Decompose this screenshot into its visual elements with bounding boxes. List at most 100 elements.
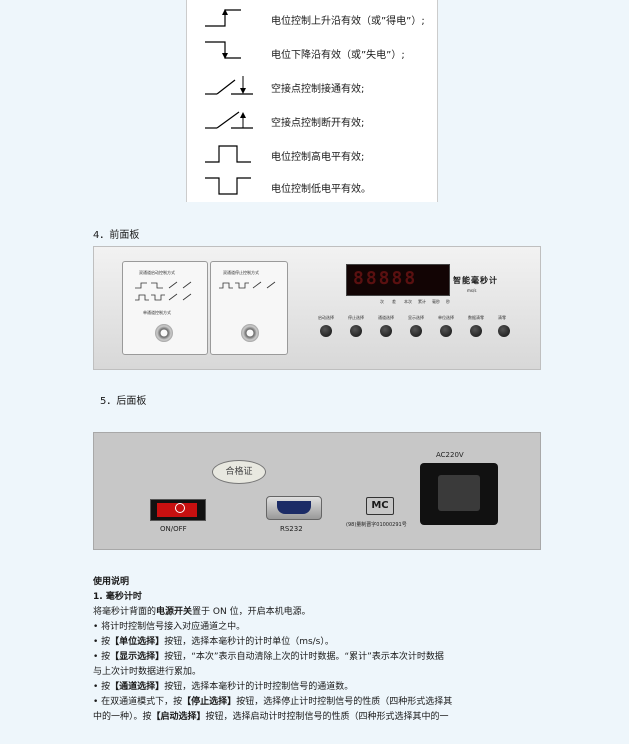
instructions: 使用说明 1. 毫秒计时 将毫秒计背面的电源开关置于 ON 位，开启本机电源。 •… — [93, 575, 553, 725]
unit-label: ms/s — [467, 288, 477, 293]
instruction-segment: 与上次计时数据进行累加。 — [93, 667, 202, 677]
mc-logo: MC — [366, 497, 394, 515]
power-socket-inner — [438, 475, 480, 511]
instructions-heading: 使用说明 — [93, 577, 130, 587]
instruction-line: 将毫秒计背面的电源开关置于 ON 位，开启本机电源。 — [93, 605, 553, 620]
instruction-line: 中的一种）。按【启动选择】按钮，选择启动计时控制信号的性质（四种形式选择其中的一 — [93, 710, 553, 725]
instruction-segment: 将毫秒计背面的 — [93, 607, 157, 617]
stop-mode-icons — [219, 281, 276, 289]
instruction-segment: 【启动选择】 — [151, 712, 206, 722]
instruction-segment: • 在双通道模式下，按 — [93, 697, 183, 707]
data-clear-button[interactable] — [470, 325, 482, 337]
power-off-symbol — [175, 503, 185, 513]
section-title-back-panel: 5．后面板 — [100, 396, 147, 407]
indicator-label: 毫秒 — [432, 299, 440, 304]
button-label: 清零 — [498, 315, 506, 320]
button-label: 通道选择 — [378, 315, 394, 320]
instruction-segment: 电源开关 — [156, 607, 193, 617]
instruction-line: 与上次计时数据进行累加。 — [93, 665, 553, 680]
instruction-line: • 按【显示选择】按钮，“本次”表示自动清除上次的计时数据。“累计”表示本次计时… — [93, 650, 553, 665]
signal-label: 电位控制上升沿有效（或”得电”）; — [271, 16, 425, 27]
instruction-segment: 【通道选择】 — [110, 682, 165, 692]
instruction-segment: • 按 — [93, 652, 111, 662]
led-display: 88888 — [346, 264, 450, 296]
certificate-label: 合格证 — [212, 460, 266, 484]
signal-row-low-level: 电位控制低电平有效。 — [187, 170, 437, 202]
unit-select-button[interactable] — [440, 325, 452, 337]
button-label: 单位选择 — [438, 315, 454, 320]
instruction-segment: 按钮，选择本毫秒计的计时单位（ms/s）。 — [164, 637, 334, 647]
high-level-icon — [205, 145, 251, 163]
instruction-line: • 按【通道选择】按钮，选择本毫秒计的计时控制信号的通道数。 — [93, 680, 553, 695]
display-digits: 88888 — [353, 268, 418, 289]
falling-edge-icon — [205, 41, 241, 59]
instruction-segment: 按钮，选择停止计时控制信号的性质（四种形式选择其 — [236, 697, 453, 707]
start-control-label: 双通道启动控制方式 — [139, 270, 175, 275]
indicator-label: 本次 — [404, 299, 412, 304]
stop-select-button[interactable] — [350, 325, 362, 337]
display-select-button[interactable] — [410, 325, 422, 337]
instruction-segment: 【单位选择】 — [110, 637, 165, 647]
signal-label: 空接点控制断开有效; — [271, 118, 365, 129]
signal-label: 电位控制高电平有效; — [271, 152, 365, 163]
instruction-segment: 按钮，选择启动计时控制信号的性质（四种形式选择其中的一 — [205, 712, 449, 722]
indicator-label: 累计 — [418, 299, 426, 304]
instruction-segment: • 按 — [93, 637, 111, 647]
signal-label: 空接点控制接通有效; — [271, 84, 365, 95]
button-label: 数据清零 — [468, 315, 484, 320]
signal-row-high-level: 电位控制高电平有效; — [187, 138, 437, 170]
instruction-line: • 按【单位选择】按钮，选择本毫秒计的计时单位（ms/s）。 — [93, 635, 553, 650]
rs232-port-inner — [277, 501, 311, 514]
channel-select-button[interactable] — [380, 325, 392, 337]
rs232-port[interactable] — [266, 496, 322, 520]
power-switch[interactable] — [150, 499, 206, 521]
channel-a-connector[interactable] — [155, 324, 173, 342]
signal-row-rising: 电位控制上升沿有效（或”得电”）; — [187, 2, 437, 34]
back-panel-image: 合格证 ON/OFF RS232 MC (98)量制晋字01000291号 AC… — [93, 432, 541, 550]
instruction-line: • 在双通道模式下，按【停止选择】按钮，选择停止计时控制信号的性质（四种形式选择… — [93, 695, 553, 710]
instruction-segment: 按钮，选择本毫秒计的计时控制信号的通道数。 — [164, 682, 354, 692]
single-channel-label: 单通道控制方式 — [143, 310, 171, 315]
power-input-label: AC220V — [436, 451, 464, 459]
button-label: 启动选择 — [318, 315, 334, 320]
signal-type-table: 电位控制上升沿有效（或”得电”）; 电位下降沿有效（或”失电”）; 空接点控制接… — [186, 0, 438, 202]
section-title-front-panel: 4．前面板 — [93, 230, 140, 241]
instruction-segment: 【停止选择】 — [182, 697, 237, 707]
front-panel-image: 双通道启动控制方式 单通道控制方式 双通道停止控制方式 88888 智能毫秒计 … — [93, 246, 541, 370]
rising-edge-icon — [205, 9, 241, 27]
switch-label: ON/OFF — [160, 525, 187, 533]
instruction-segment: • 按 — [93, 682, 111, 692]
reset-button[interactable] — [498, 325, 510, 337]
instruction-lines: 将毫秒计背面的电源开关置于 ON 位，开启本机电源。 • 将计时控制信号接入对应通… — [93, 605, 553, 725]
contact-close-icon — [205, 76, 253, 95]
signal-row-contact-close: 空接点控制接通有效; — [187, 70, 437, 102]
license-label: (98)量制晋字01000291号 — [346, 522, 407, 528]
indicator-label: 次 — [380, 299, 384, 304]
button-label: 显示选择 — [408, 315, 424, 320]
control-mode-icons — [135, 281, 192, 301]
button-label: 停止选择 — [348, 315, 364, 320]
indicator-label: 秒 — [446, 299, 450, 304]
brand-label: 智能毫秒计 — [453, 276, 498, 285]
instructions-subheading: 1. 毫秒计时 — [93, 592, 142, 602]
indicator-label: 差 — [392, 299, 396, 304]
power-socket[interactable] — [420, 463, 498, 525]
signal-label: 电位控制低电平有效。 — [271, 184, 371, 195]
instruction-segment: 【显示选择】 — [110, 652, 165, 662]
instruction-segment: 中的一种）。按 — [93, 712, 152, 722]
stop-control-subpanel: 双通道停止控制方式 — [210, 261, 288, 355]
contact-open-icon — [205, 111, 253, 129]
signal-label: 电位下降沿有效（或”失电”）; — [271, 50, 405, 61]
start-select-button[interactable] — [320, 325, 332, 337]
rs232-label: RS232 — [280, 525, 303, 533]
start-control-subpanel: 双通道启动控制方式 单通道控制方式 — [122, 261, 208, 355]
instruction-segment: 置于 ON 位，开启本机电源。 — [192, 607, 311, 617]
signal-row-contact-open: 空接点控制断开有效; — [187, 104, 437, 136]
low-level-icon — [205, 177, 251, 195]
signal-row-falling: 电位下降沿有效（或”失电”）; — [187, 36, 437, 68]
instruction-segment: 按钮，“本次”表示自动清除上次的计时数据。“累计”表示本次计时数据 — [164, 652, 444, 662]
channel-b-connector[interactable] — [241, 324, 259, 342]
instruction-line: • 将计时控制信号接入对应通道之中。 — [93, 620, 553, 635]
stop-control-label: 双通道停止控制方式 — [223, 270, 259, 275]
instruction-segment: • 将计时控制信号接入对应通道之中。 — [93, 622, 246, 632]
